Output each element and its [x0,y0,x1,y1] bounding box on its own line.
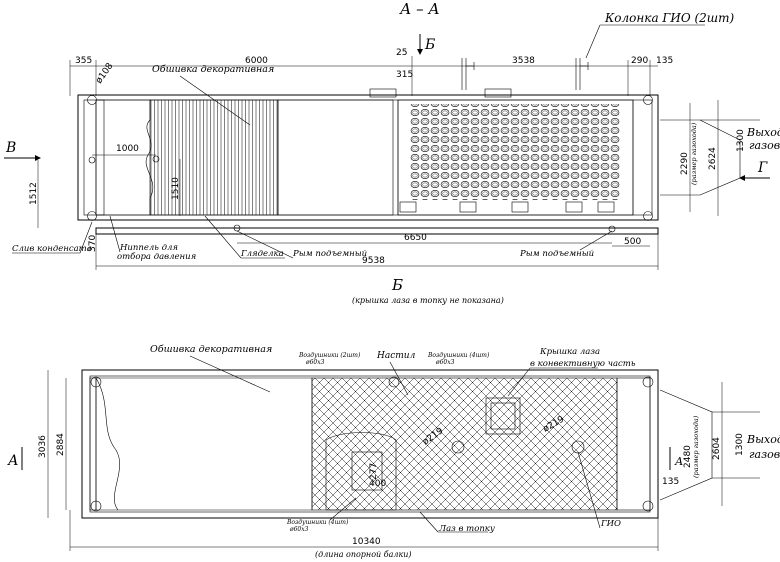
column-label: Колонка ГИО (2шт) [604,11,735,25]
arrow-a-right-label: А [674,455,683,468]
section-a-a: А – А Б Колонка ГИО (2шт) 355 6000 25 31… [4,0,780,270]
dim-3538: 3538 [512,56,535,66]
vent-label-3b: ø60х3 [289,526,309,533]
exit-label-1-top: Выход [746,126,780,139]
vent-label-1: Воздушники (2шт) [298,352,361,359]
dim-2480: 2480 [683,445,693,468]
dim-10340: 10340 [352,537,381,547]
hatch-label-1: Крышка лаза [539,347,600,357]
dim-290: 290 [631,56,648,66]
arrow-g-label: Г [757,160,768,176]
support-beam-top [95,227,659,235]
drain-label: Слив конденсата [12,244,92,254]
dim-2290: 2290 [680,152,690,175]
dim-277: 277 [369,463,379,480]
dim-6000: 6000 [245,56,268,66]
arrow-v-label: В [5,140,16,156]
furnace-tubes [149,99,279,216]
dim-315: 315 [396,70,413,80]
column-gio-1 [369,58,475,98]
arrow-a-left-label: А [7,453,19,469]
dim-370: 370 [88,235,98,252]
dim-1300-bottom: 1300 [735,433,745,456]
peephole-label: Гляделка [240,249,284,259]
dim-2884: 2884 [56,433,66,456]
exit-label-1-bottom: Выход [746,433,780,446]
dim-2290-note: (размер газохода) [690,122,698,185]
column-leader [585,24,601,59]
cladding-label-bottom: Обшивка декоративная [150,344,272,355]
dim-355: 355 [75,56,92,66]
dim-1512: 1512 [29,182,39,205]
lift-label-1: Рым подъемный [292,249,367,259]
furnace-hatch [325,432,397,511]
furnace-hatch-label: Лаз в топку [438,524,495,534]
dim-500: 500 [624,237,641,247]
dim-135: 135 [656,56,673,66]
top-dimension-chain: 355 6000 25 315 3538 290 135 [69,48,673,96]
dim-3036: 3036 [38,435,48,458]
hatch-label-2: в конвективную часть [530,359,636,369]
dim-6650: 6650 [404,233,427,243]
boiler-body-bottom [81,369,659,519]
dim-2604: 2604 [712,437,722,460]
dim-2624: 2624 [708,147,718,170]
section-subtitle-b: (крышка лаза в топку не показана) [352,296,504,305]
convective-plates [277,99,394,216]
dim-2480-note: (размер газохода) [692,415,700,478]
floor-label: Настил [376,351,416,361]
section-title-b: Б [391,276,403,294]
dim-10340-note: (длина опорной балки) [315,550,412,559]
arrow-b-label: Б [424,37,435,53]
furnace-roof [95,377,313,511]
dim-108: ø108 [94,61,115,86]
exit-label-2-bottom: газов [749,448,780,461]
dim-1300-top: 1300 [736,129,746,152]
nipple-label-2: отбора давления [117,251,197,262]
column-gio-2 [484,58,589,98]
boiler-body-top [77,94,659,221]
dim-1000: 1000 [116,144,139,154]
dim-135-bottom: 135 [662,477,679,487]
vent-circles [388,376,585,454]
cladding-label-top: Обшивка декоративная [152,64,274,75]
vent-label-2: Воздушники (4шт) [427,352,490,359]
vent-label-2b: ø60х3 [435,359,455,366]
corner-headers-bottom [90,376,654,512]
dim-25: 25 [396,48,407,58]
dim-400: 400 [369,479,386,489]
convective-hatch [485,397,521,435]
floor-hatch [311,377,618,511]
section-title-a-a: А – А [399,0,440,18]
corner-headers-top [87,95,653,221]
vent-label-1b: ø60х3 [305,359,325,366]
dim-9538: 9538 [362,256,385,266]
gio-label: ГИО [600,519,621,529]
dim-1510: 1510 [171,177,181,200]
section-b: Б (крышка лаза в топку не показана) Обши… [7,276,780,559]
lift-label-2: Рым подъемный [519,249,594,259]
vent-label-3: Воздушники (4шт) [286,519,349,526]
exit-label-2-top: газов [749,139,780,152]
nipple-label-1: Ниппель для [119,243,178,253]
